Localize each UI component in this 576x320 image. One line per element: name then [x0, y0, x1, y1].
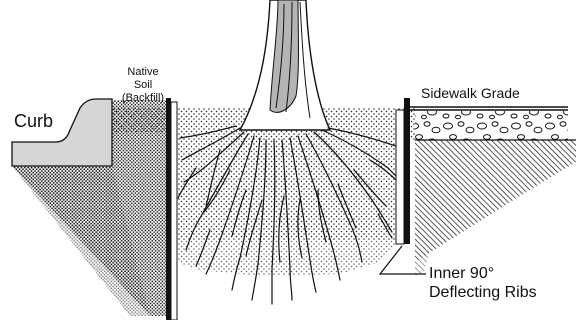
native-soil-label-line2: Soil — [112, 79, 174, 92]
root-barrier-left — [166, 98, 177, 320]
native-soil-label-line3: (Backfill) — [112, 92, 174, 105]
native-soil-label-line1: Native — [112, 66, 174, 79]
tree-trunk — [240, 0, 330, 130]
deflecting-ribs-label-line1: Inner 90° — [429, 264, 537, 283]
sidewalk-slab — [410, 107, 576, 140]
root-barrier-right — [396, 98, 410, 244]
deflecting-ribs-label: Inner 90° Deflecting Ribs — [429, 264, 537, 302]
curb-label: Curb — [14, 112, 53, 130]
deflecting-ribs-label-line2: Deflecting Ribs — [429, 283, 537, 302]
sidewalk-grade-label: Sidewalk Grade — [421, 86, 520, 100]
curb — [12, 99, 112, 166]
subgrade-hatching — [415, 140, 576, 276]
native-soil-label: Native Soil (Backfill) — [112, 66, 174, 105]
